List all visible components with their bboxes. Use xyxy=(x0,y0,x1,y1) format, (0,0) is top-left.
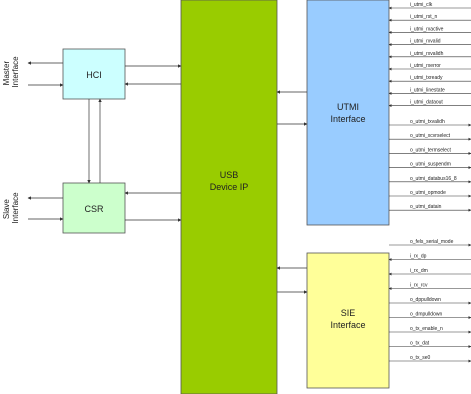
usb-label-line1: USB xyxy=(220,170,239,180)
sie-signal-label: o_tx_se0 xyxy=(410,355,431,361)
sie-signal-label: o_tx_enable_n xyxy=(410,326,443,332)
utmi-signal-label: o_utmi_databus16_8 xyxy=(410,176,457,182)
utmi-signal-label: i_utmi_rxactive xyxy=(410,26,444,32)
hci-block xyxy=(62,48,126,100)
sie-signal-label: o_tx_dat xyxy=(410,341,430,347)
utmi-signal-label: o_utmi_suspendm xyxy=(410,162,451,168)
csr-block xyxy=(62,182,126,234)
utmi-signal-label: o_utmi_datain xyxy=(410,204,442,210)
utmi-signal-label: i_utmi_rxvalid xyxy=(410,39,441,45)
utmi-signal-label: i_utmi_rst_n xyxy=(410,14,437,20)
sie-signal-label: o_fels_serial_mode xyxy=(410,239,454,245)
csr-label: CSR xyxy=(84,204,104,214)
utmi-signal-label: o_utmi_opmode xyxy=(410,190,446,196)
utmi-signal-label: o_utmi_txvalidh xyxy=(410,119,445,125)
utmi-signal-label: i_utmi_txready xyxy=(410,75,443,81)
sie-signal-label: i_rx_dp xyxy=(410,254,427,260)
usb-label-line2: Device IP xyxy=(210,182,249,192)
sie-label-line2: Interface xyxy=(330,320,365,330)
utmi-signal-label: i_utmi_rxerror xyxy=(410,63,441,69)
utmi-label-line1: UTMI xyxy=(337,102,359,112)
sie-signal-label: i_rx_dm xyxy=(410,268,428,274)
utmi-signal-list: i_utmi_clk i_utmi_rst_n i_utmi_rxactive i_u… xyxy=(388,2,471,212)
slave-interface-label: Slave Interface xyxy=(2,192,20,224)
utmi-label-line2: Interface xyxy=(330,114,365,124)
utmi-interface-block xyxy=(306,0,390,226)
sie-signal-label: o_dmpulldown xyxy=(410,312,442,318)
usb-device-ip-block xyxy=(180,0,278,394)
sie-signal-label: i_rx_rcv xyxy=(410,283,428,289)
utmi-signal-label: o_utmi_xcvrselect xyxy=(410,133,451,139)
utmi-signal-label: i_utmi_dataout xyxy=(410,100,443,106)
master-interface-label: Master Interface xyxy=(2,56,20,88)
sie-signal-label: o_dppulldown xyxy=(410,297,441,303)
sie-label-line1: SIE xyxy=(341,308,356,318)
utmi-signal-label: i_utmi_linestate xyxy=(410,87,445,93)
utmi-signal-label: i_utmi_clk xyxy=(410,2,433,8)
utmi-signal-label: o_utmi_termselect xyxy=(410,147,451,153)
utmi-signal-label: i_utmi_rxvalidh xyxy=(410,51,444,57)
hci-label: HCI xyxy=(86,70,102,80)
sie-signal-list: o_fels_serial_mode i_rx_dp i_rx_dm i_rx_rcv… xyxy=(388,239,471,363)
sie-interface-block xyxy=(306,252,390,389)
